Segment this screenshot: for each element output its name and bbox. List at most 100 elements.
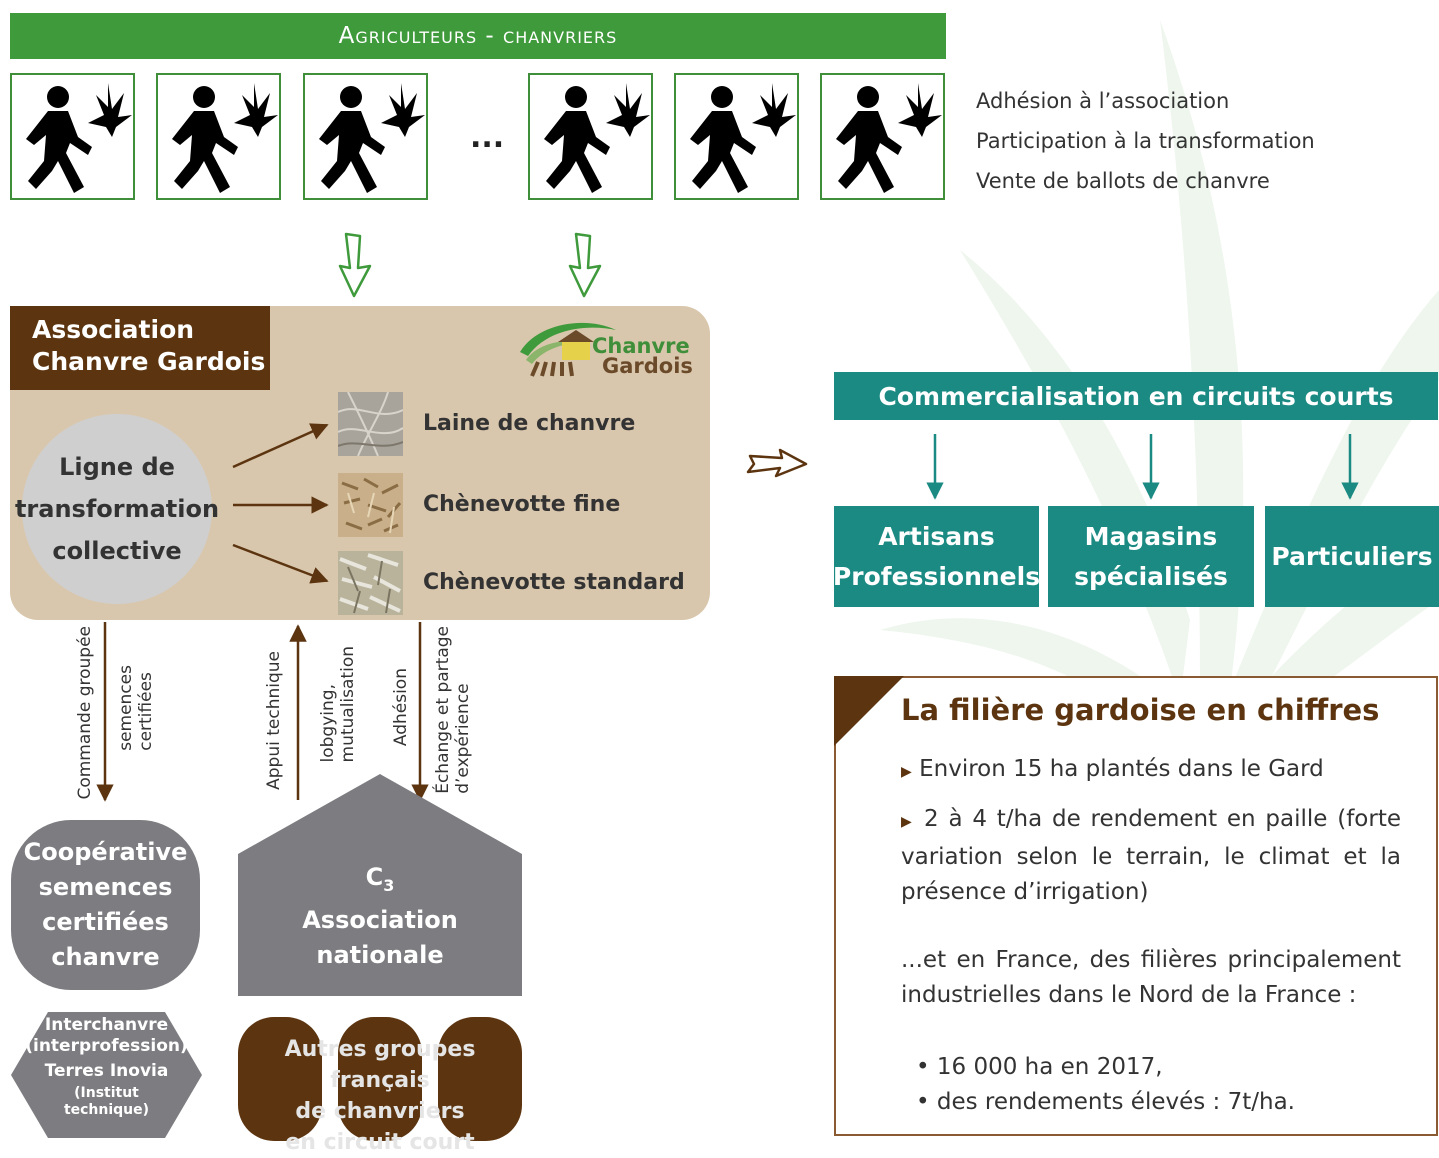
association-title-line: Chanvre Gardois <box>32 347 266 376</box>
target-particuliers: Particuliers <box>1265 506 1439 607</box>
interchanvre-text: Interchanvre (interprofession) Terres In… <box>10 1015 203 1119</box>
bullet-dot-icon: • <box>916 1089 930 1115</box>
autres-line: de chanvriers <box>295 1099 465 1124</box>
link-arrows <box>96 622 429 802</box>
farmer-box <box>528 73 653 200</box>
autres-line: Autres groupes français <box>284 1037 476 1093</box>
c3-code-letter: C <box>365 863 384 891</box>
group-pill <box>238 1017 322 1141</box>
link-label-line: mutualisation <box>338 646 358 763</box>
transformation-line-circle: Ligne de transformation collective <box>15 414 219 604</box>
down-arrow-icon <box>338 232 372 298</box>
farmer-with-hemp-icon <box>690 83 796 193</box>
bullet-dot-icon: • <box>916 1054 930 1080</box>
stats-title: La filière gardoise en chiffres <box>901 693 1380 727</box>
group-pill <box>338 1017 422 1141</box>
circle-line: transformation <box>14 495 220 523</box>
product-label: Chènevotte fine <box>423 492 621 517</box>
farmer-with-hemp-icon <box>172 83 278 193</box>
stats-item-text: Environ 15 ha plantés dans le Gard <box>919 756 1324 782</box>
standard-hemp-shiv-image <box>338 551 403 615</box>
target-artisans: Artisans Professionnels <box>832 506 1041 607</box>
coop-line: semences <box>38 873 173 901</box>
link-label-adhesion: Adhésion <box>391 668 411 747</box>
stats-france-item-text: des rendements élevés : 7t/ha. <box>936 1089 1295 1115</box>
farmer-action: Vente de ballots de chanvre <box>976 169 1270 193</box>
stats-france-item: • des rendements élevés : 7t/ha. <box>916 1089 1295 1115</box>
farmer-with-hemp-icon <box>319 83 425 193</box>
c3-house-shape <box>238 774 522 996</box>
association-title-line: Association <box>32 315 195 344</box>
target-line: Artisans <box>878 521 995 551</box>
link-label-line: certifiées <box>136 672 156 751</box>
c3-line: Association <box>302 905 458 934</box>
interchanvre-hexagon <box>11 1012 202 1138</box>
stats-item: ▶ Environ 15 ha plantés dans le Gard <box>901 752 1401 790</box>
circle-line: collective <box>52 537 182 565</box>
autres-groupes-text: Autres groupes français de chanvriers en… <box>238 1034 522 1158</box>
stats-france-item: • 16 000 ha en 2017, <box>916 1054 1163 1080</box>
product-arrows <box>232 423 329 584</box>
link-label-appui: Appui technique <box>264 651 284 790</box>
logo-text: Chanvre <box>592 334 690 358</box>
stats-france-item-text: 16 000 ha en 2017, <box>936 1054 1163 1080</box>
fine-hemp-shiv-image <box>338 473 403 537</box>
c3-code-sub: 3 <box>383 875 395 895</box>
link-label-lobbying: lobgying, mutualisation <box>318 646 358 762</box>
coop-line: Coopérative <box>23 838 188 866</box>
circle-line: Ligne de <box>59 453 175 481</box>
farmer-with-hemp-icon <box>544 83 650 193</box>
hex-line: Interchanvre <box>44 1015 169 1035</box>
farmer-with-hemp-icon <box>26 83 132 193</box>
farmer-with-hemp-icon <box>836 83 942 193</box>
hex-line: (Institut <box>74 1085 139 1101</box>
commercial-arrows <box>926 434 1359 500</box>
c3-code: C3 <box>238 860 522 903</box>
c3-line: nationale <box>316 940 444 969</box>
commercialisation-bar: Commercialisation en circuits courts <box>834 372 1438 420</box>
farmers-banner: Agriculteurs - chanvriers <box>10 13 946 59</box>
group-pill <box>438 1017 522 1141</box>
association-title: Association Chanvre Gardois <box>10 306 270 390</box>
stats-france-intro: ...et en France, des filières principale… <box>901 947 1401 1008</box>
farmer-action: Adhésion à l’association <box>976 89 1230 113</box>
commercialisation-title: Commercialisation en circuits courts <box>878 381 1394 411</box>
farmer-action: Participation à la transformation <box>976 129 1315 153</box>
farmer-box <box>820 73 945 200</box>
target-line: spécialisés <box>1074 561 1228 591</box>
right-arrow-icon <box>746 448 808 478</box>
logo-text: Gardois <box>602 354 693 378</box>
farmer-box <box>10 73 135 200</box>
link-label-semences: semences certifiées <box>116 665 156 751</box>
farmer-box <box>303 73 428 200</box>
hex-line: technique) <box>63 1102 150 1118</box>
farmer-box <box>156 73 281 200</box>
link-label-echange: Échange et partage d’expérience <box>433 626 473 794</box>
product-label: Chènevotte standard <box>423 570 685 595</box>
product-label: Laine de chanvre <box>423 411 636 436</box>
target-line: Professionnels <box>832 561 1041 591</box>
logo-swoosh-icon <box>520 322 616 377</box>
triangle-bullet-icon: ▶ <box>901 814 915 830</box>
link-label-line: semences <box>116 665 136 751</box>
stats-item-text: 2 à 4 t/ha de rendement en paille (forte… <box>901 806 1401 905</box>
coop-line: certifiées <box>42 908 169 936</box>
farmer-box <box>674 73 799 200</box>
stats-corner <box>834 676 904 746</box>
triangle-bullet-icon: ▶ <box>901 764 912 780</box>
hex-line: (interprofession) <box>25 1036 188 1056</box>
hex-line: Terres Inovia <box>44 1061 169 1081</box>
autres-line: en circuit court <box>285 1130 475 1155</box>
target-magasins: Magasins spécialisés <box>1048 506 1254 607</box>
ellipsis: ... <box>470 120 505 155</box>
farmers-banner-title: Agriculteurs - chanvriers <box>338 23 618 49</box>
down-arrow-icon <box>568 232 602 298</box>
cooperative-box: Coopérative semences certifiées chanvre <box>11 820 200 990</box>
link-label-line: Échange et partage <box>433 626 453 794</box>
stats-item: ▶ 2 à 4 t/ha de rendement en paille (for… <box>901 802 1401 910</box>
hemp-wool-image <box>338 392 403 456</box>
stats-box <box>834 676 1438 1136</box>
target-line: Magasins <box>1084 521 1218 551</box>
coop-line: chanvre <box>51 943 160 971</box>
target-line: Particuliers <box>1271 541 1433 571</box>
